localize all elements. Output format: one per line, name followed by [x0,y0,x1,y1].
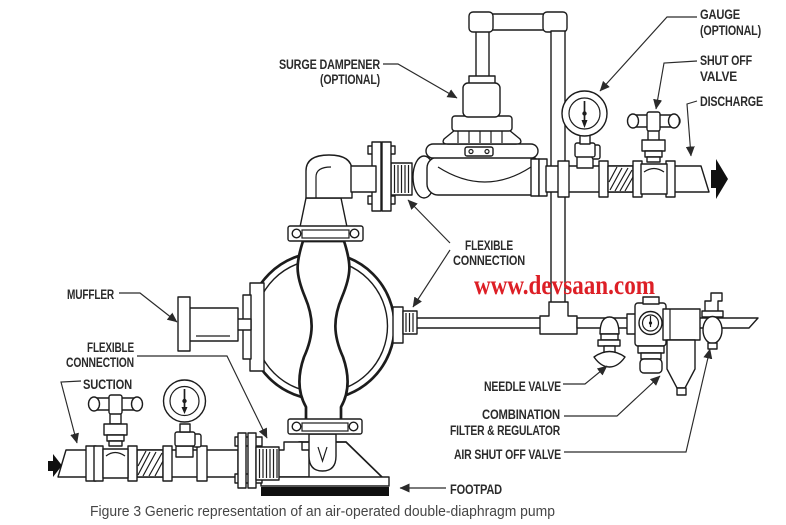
leader-discharge [685,100,698,157]
leader-flexible-connection-air [412,249,451,308]
leader-flexible-connection-upper [407,199,451,244]
combination-filter-regulator [626,296,701,396]
regulator-knob [639,358,663,374]
label-flexible-connection-left-2: CONNECTION [66,355,134,370]
label-suction: SUCTION [83,377,132,392]
label-flexible-connection-right-2: CONNECTION [453,253,525,268]
footpad-plate [260,476,390,487]
leader-flexible-connection-left [137,355,268,439]
gauge-needle [181,407,188,414]
label-gauge-optional: (OPTIONAL) [700,23,761,38]
surge-tank-body [426,156,542,196]
air-line-components [593,292,724,396]
suction-flange-plate [247,432,257,489]
figure-caption: Figure 3 Generic representation of an ai… [90,503,555,520]
leader-combination-filter [564,375,661,417]
surge-dampener [367,82,548,212]
label-air-shut-off-valve: AIR SHUT OFF VALVE [454,447,561,462]
label-surge-dampener: SURGE DAMPENER [279,57,380,72]
air-line-tee [539,301,578,335]
label-flexible-connection-right: FLEXIBLE [465,238,513,253]
suction-shut-off-valve [87,394,144,482]
suction-gauge [162,379,207,458]
surge-skirt [442,129,522,145]
filter-housing [662,308,701,341]
leader-needle-valve [563,365,608,385]
valve-body [702,315,723,345]
leader-shut-off-valve [653,60,698,110]
surge-tank-right-flange [530,158,540,197]
label-shut-off-valve-2: VALVE [700,69,737,84]
label-discharge: DISCHARGE [700,94,763,109]
pipe-ring [162,445,173,482]
label-gauge: GAUGE [700,7,740,22]
leader-lines [60,16,713,493]
gauge-needle [581,120,588,128]
pipe-ring [598,160,609,198]
muffler [177,296,239,352]
pump-top-neck [299,197,348,228]
filter-bowl [666,339,696,389]
footpad [261,487,389,496]
pump-discharge-elbow [305,154,353,199]
pipe-elbow-top-left [468,11,494,33]
leader-suction [60,380,82,444]
pump-left-bracket [249,282,265,372]
suction-line [48,379,239,482]
surge-upper-body [462,82,501,118]
leader-gauge [599,16,697,92]
discharge-flow-arrow-icon [711,159,728,199]
leader-air-shut-off-valve [564,348,713,453]
discharge-gauge [561,90,608,169]
pipe-ring [557,160,570,198]
air-line-left [415,317,542,329]
air-inlet-flange [392,306,404,344]
label-combination: COMBINATION [482,407,560,422]
label-shut-off-valve: SHUT OFF [700,53,752,68]
leader-muffler [119,292,178,323]
needle-valve [593,316,626,368]
watermark: www.devsaan.com [474,270,655,300]
label-filter-regulator: FILTER & REGULATOR [450,423,560,438]
discharge-line [545,90,728,199]
pipe-elbow-top-right [542,11,568,33]
labels: GAUGE (OPTIONAL) SHUT OFF VALVE DISCHARG… [66,7,763,497]
label-muffler: MUFFLER [67,287,114,302]
leader-surge-dampener [383,63,458,99]
pump-inlet-elbow [275,441,310,478]
muffler-end-plate [177,296,191,352]
label-flexible-connection-left: FLEXIBLE [87,340,134,355]
suction-flange-plate [237,432,247,489]
label-footpad: FOOTPAD [450,482,502,497]
valve-lever [704,292,723,313]
flange-plate [381,141,392,212]
surge-mid-step [451,115,513,132]
suction-flow-arrow-icon [48,454,62,477]
pipe-vertical-left [475,30,490,79]
label-surge-dampener-optional: (OPTIONAL) [320,72,380,87]
pump-base-stem [308,433,337,472]
air-shut-off-valve [701,292,724,350]
diaphragm-pump [177,154,418,496]
discharge-shut-off-valve [626,111,681,198]
pipe-ring [196,445,208,482]
label-needle-valve: NEEDLE VALVE [484,379,561,394]
